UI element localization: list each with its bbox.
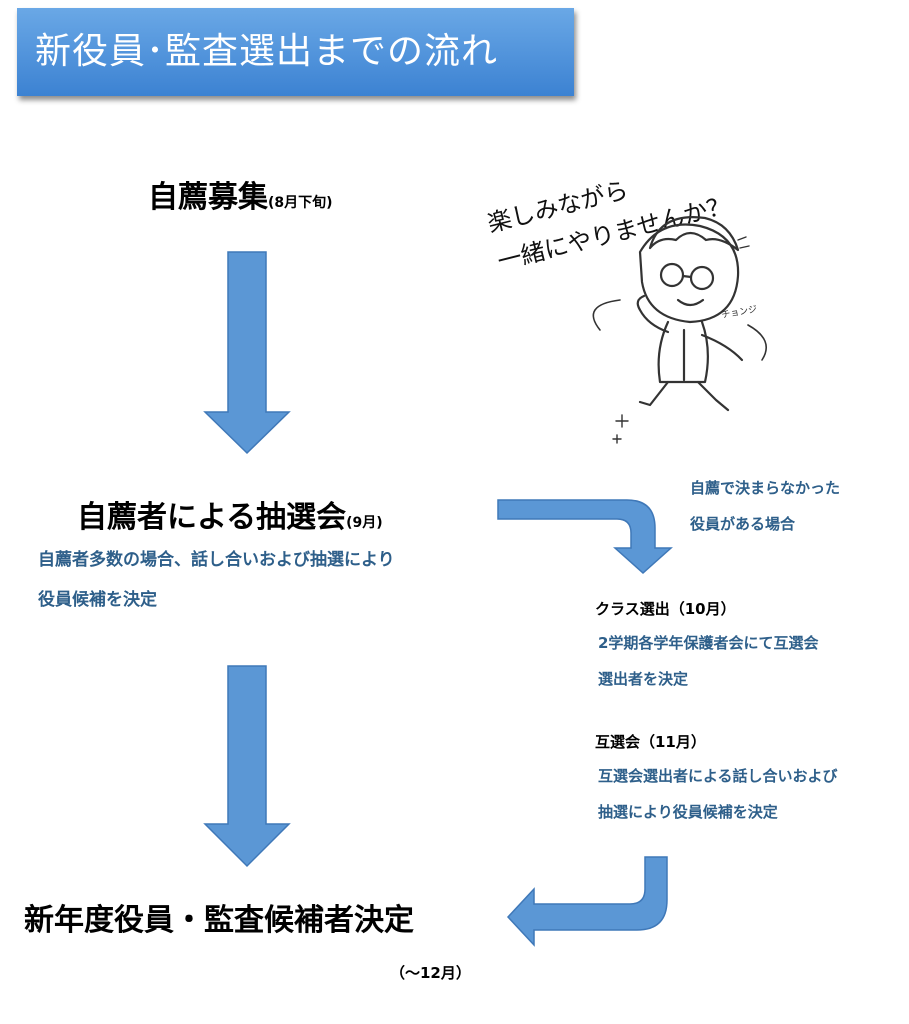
down-arrow-icon — [203, 665, 291, 868]
step-lottery: 自薦者による抽選会(9月) — [77, 492, 383, 536]
step-lottery-desc-line1: 自薦者多数の場合、話し合いおよび抽選により — [38, 550, 395, 570]
step-self-recommendation: 自薦募集(8月下旬) — [148, 172, 333, 216]
mutual-election-line2: 抽選により役員候補を決定 — [598, 803, 778, 821]
class-election-line1: 2学期各学年保護者会にて互選会 — [598, 634, 819, 652]
class-election-label: クラス選出（10月） — [595, 600, 736, 618]
branch-condition-line2: 役員がある場合 — [690, 515, 796, 533]
class-election-description: 2学期各学年保護者会にて互選会 選出者を決定 — [598, 625, 818, 697]
step-self-recommendation-date: (8月下旬) — [268, 195, 333, 211]
branch-condition-line1: 自薦で決まらなかった — [690, 479, 841, 497]
cartoon-man-icon: 楽しみながら 一緒にやりませんか？ チョンジ — [485, 176, 767, 444]
branch-condition: 自薦で決まらなかった 役員がある場合 — [690, 470, 840, 542]
down-arrow-icon — [203, 251, 291, 455]
step-lottery-label: 自薦者による抽選会 — [77, 500, 347, 535]
final-decision-date: （〜12月） — [390, 964, 471, 982]
step-lottery-date: (9月) — [346, 515, 383, 531]
final-decision: 新年度役員・監査候補者決定 — [24, 895, 414, 939]
step-lottery-desc-line2: 役員候補を決定 — [38, 590, 157, 610]
return-arrow-icon — [506, 856, 668, 947]
class-election-line2: 選出者を決定 — [598, 670, 689, 688]
page-title: 新役員･監査選出までの流れ — [17, 8, 574, 96]
mutual-election-description: 互選会選出者による話し合いおよび 抽選により役員候補を決定 — [598, 758, 838, 830]
step-self-recommendation-label: 自薦募集 — [148, 180, 268, 215]
final-decision-label: 新年度役員・監査候補者決定 — [24, 903, 414, 938]
branch-arrow-icon — [497, 499, 673, 575]
mutual-election-line1: 互選会選出者による話し合いおよび — [598, 767, 838, 785]
step-lottery-description: 自薦者多数の場合、話し合いおよび抽選により 役員候補を決定 — [38, 540, 395, 620]
mutual-election-label: 互選会（11月） — [595, 733, 706, 751]
